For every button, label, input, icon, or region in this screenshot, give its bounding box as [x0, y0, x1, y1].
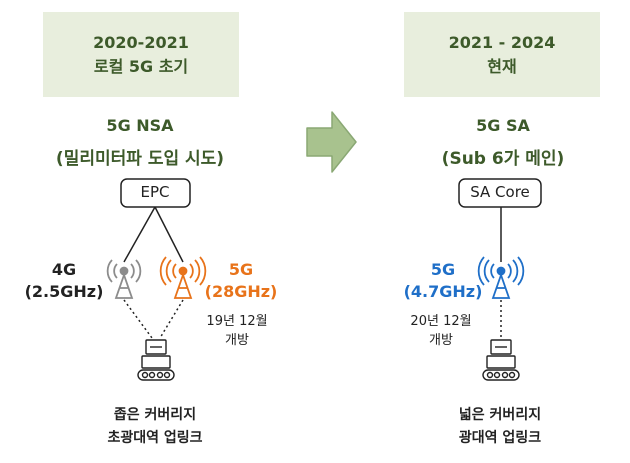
band-name: 5G	[430, 260, 456, 279]
period-header-right: 2021 - 2024 현재	[404, 12, 600, 97]
band-label-5g-sub6: 5G (4.7GHz)	[404, 259, 483, 303]
band-label-4g: 4G (2.5GHz)	[25, 259, 104, 303]
arch-subtitle-left: (밀리미터파 도입 시도)	[55, 149, 225, 169]
cell-tower-icon	[477, 256, 525, 299]
open-date: 20년 12월	[410, 314, 472, 329]
caption-left: 좁은 커버리지 초광대역 업링크	[107, 404, 202, 450]
open-date-right: 20년 12월 개방	[410, 312, 471, 350]
period-label: 2020-2021	[93, 32, 189, 52]
arch-title-left: 5G NSA	[106, 116, 174, 135]
open-label: 개방	[225, 333, 249, 348]
core-box-right	[458, 178, 542, 208]
band-frequency: (2.5GHz)	[24, 282, 104, 301]
band-frequency: (28GHz)	[204, 282, 278, 301]
arch-subtitle-right: (Sub 6가 메인)	[441, 149, 565, 169]
open-date: 19년 12월	[206, 314, 268, 329]
phase-label: 현재	[487, 56, 517, 76]
caption-line: 초광대역 업링크	[107, 430, 203, 446]
open-label: 개방	[429, 333, 453, 348]
band-name: 4G	[51, 260, 77, 279]
period-label: 2021 - 2024	[448, 32, 556, 52]
arch-title-right: 5G SA	[476, 116, 530, 135]
core-label-left: EPC	[140, 183, 170, 201]
robot-icon	[482, 339, 520, 381]
phase-label: 로컬 5G 초기	[93, 56, 189, 76]
robot-icon	[137, 339, 175, 381]
open-date-left: 19년 12월 개방	[206, 312, 267, 350]
caption-right: 넓은 커버리지 광대역 업링크	[459, 404, 541, 450]
band-label-5g-mmwave: 5G (28GHz)	[205, 259, 278, 303]
period-header-left: 2020-2021 로컬 5G 초기	[43, 12, 239, 97]
cell-tower-icon	[106, 259, 142, 299]
caption-line: 광대역 업링크	[458, 430, 542, 446]
caption-line: 넓은 커버리지	[458, 407, 542, 423]
band-name: 5G	[228, 260, 254, 279]
band-frequency: (4.7GHz)	[403, 282, 483, 301]
caption-line: 좁은 커버리지	[113, 407, 197, 423]
core-label-right: SA Core	[470, 183, 530, 201]
cell-tower-icon	[159, 256, 207, 299]
arrow-right-icon	[306, 111, 357, 173]
